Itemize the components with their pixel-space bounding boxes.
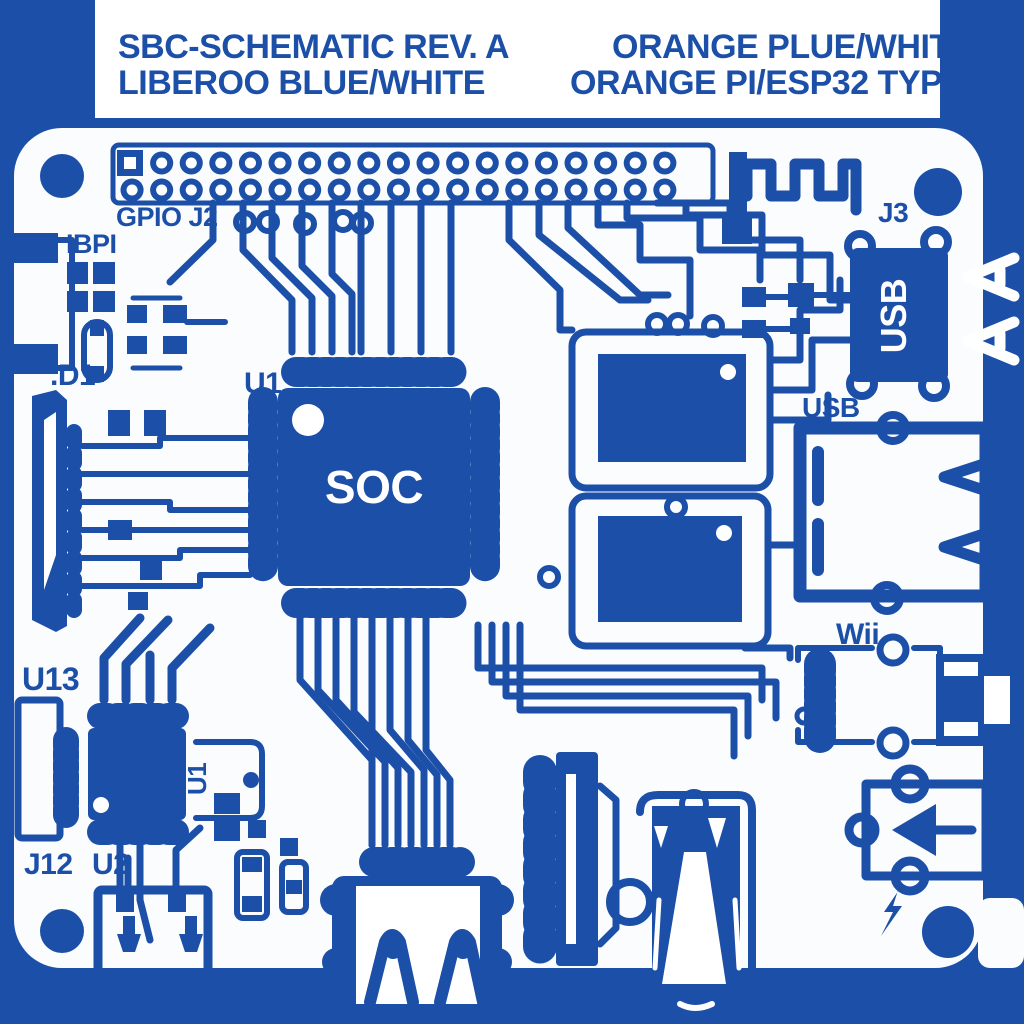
u2-chip bbox=[88, 728, 186, 820]
gpio-header-label: GPIO J2 bbox=[116, 202, 218, 232]
memory-chips bbox=[568, 328, 774, 650]
j3-usb-label: USB bbox=[873, 279, 914, 354]
title-right-line1: ORANGE PLUE/WHITE bbox=[612, 28, 972, 66]
title-right-line2: ORANGE PI/ESP32 TYPE bbox=[570, 64, 964, 102]
u13-label: U13 bbox=[22, 661, 79, 697]
usb-port-prongs bbox=[962, 252, 1020, 302]
usb-label: USB bbox=[802, 392, 860, 423]
title-block bbox=[95, 0, 940, 118]
title-left-line1: SBC-SCHEMATIC REV. A bbox=[118, 28, 509, 66]
u2-label: U2 bbox=[92, 848, 129, 881]
edge-connector-d1: .D1 bbox=[14, 233, 228, 392]
d1-label: .D1 bbox=[50, 359, 95, 392]
title-left-line2: LIBEROO BLUE/WHITE bbox=[118, 64, 485, 102]
soc-pin1-dot bbox=[292, 404, 324, 436]
mounting-hole bbox=[914, 168, 962, 216]
trace-bundle-bottom bbox=[474, 621, 780, 760]
arrow-left-icon bbox=[892, 804, 936, 856]
gpio-header: GPIO J2 bbox=[110, 142, 716, 232]
j3-label: J3 bbox=[878, 197, 908, 228]
u2-side-label: U1 bbox=[182, 763, 212, 795]
trace-fan-bottom bbox=[280, 614, 454, 856]
power-connector bbox=[844, 764, 991, 936]
ribbon-connector-left bbox=[32, 390, 253, 632]
u13-j12-u2-section: U13 J12 U2 U1 bbox=[14, 613, 309, 944]
soc-chip: U1 SOC bbox=[244, 357, 500, 618]
j12-label: J12 bbox=[24, 848, 73, 881]
lightning-bolt-icon bbox=[881, 884, 903, 936]
hdmi-connector bbox=[320, 847, 514, 1024]
soc-label: SOC bbox=[325, 461, 423, 513]
otg-connector bbox=[606, 789, 756, 1011]
usb-a-connector: USB bbox=[793, 392, 1008, 615]
mounting-hole bbox=[922, 906, 974, 958]
pin-header-vertical bbox=[523, 752, 620, 967]
j3-usb-stack: J3 USB bbox=[844, 197, 1020, 402]
usb-port-prongs bbox=[938, 452, 1008, 502]
usb-port-prongs bbox=[962, 316, 1020, 366]
mounting-holes bbox=[40, 154, 974, 958]
micro-usb-connector bbox=[93, 824, 213, 983]
mounting-hole bbox=[40, 154, 84, 198]
usb-port-prongs bbox=[938, 522, 1008, 572]
mounting-hole bbox=[40, 909, 84, 953]
title-texts: SBC-SCHEMATIC REV. A LIBEROO BLUE/WHITE … bbox=[118, 28, 972, 102]
wifi-module: Wii bbox=[794, 618, 1010, 760]
